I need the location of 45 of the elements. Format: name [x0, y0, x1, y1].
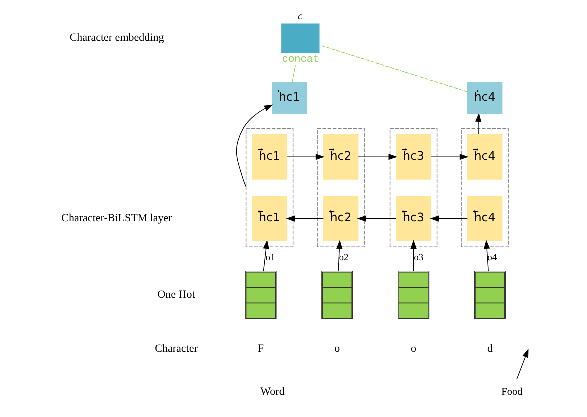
edge-label: o3 — [414, 252, 424, 264]
node-box: h⃗c4 — [467, 134, 503, 180]
node-box: h⃗c4 — [467, 82, 503, 114]
node-box: h⃗c1 — [252, 134, 288, 180]
label: o — [411, 342, 417, 355]
label: F — [258, 342, 264, 355]
node-box: h⃗c3 — [396, 134, 432, 180]
node-box: h⃖c2 — [323, 196, 359, 242]
label: Character embedding — [70, 32, 164, 44]
arrow — [358, 154, 398, 160]
node-box: h⃖c1 — [272, 82, 308, 114]
arrow — [430, 216, 468, 222]
node-box: h⃖c4 — [467, 196, 503, 242]
label: Character-BiLSTM layer — [62, 212, 172, 224]
connector — [292, 65, 296, 83]
label: Character — [155, 342, 198, 355]
arrow — [410, 240, 417, 272]
arrow — [516, 348, 529, 380]
node-label: c — [298, 11, 303, 22]
edge-label: o2 — [339, 252, 349, 264]
cluster — [246, 128, 294, 248]
node-text: Food — [502, 387, 523, 398]
arrow — [286, 154, 325, 160]
connector — [320, 45, 468, 92]
node-box — [282, 24, 320, 54]
label: One Hot — [158, 288, 196, 301]
node-label: concat — [282, 54, 320, 66]
cluster — [317, 128, 365, 248]
arrow — [357, 216, 397, 222]
arrow — [236, 104, 274, 188]
label: o — [334, 342, 340, 355]
arrow — [286, 216, 324, 222]
cluster — [461, 128, 509, 248]
arrow — [475, 113, 482, 135]
arrow — [263, 240, 270, 272]
edge-label: o1 — [266, 252, 276, 264]
node-box: h⃖c1 — [252, 196, 288, 242]
arrow — [430, 154, 469, 160]
arrow — [336, 240, 343, 272]
node-box: h⃖c3 — [396, 196, 432, 242]
label: Word — [260, 386, 285, 398]
label: d — [487, 342, 493, 355]
arrow — [484, 240, 490, 272]
edge-label: o4 — [488, 252, 498, 264]
node-box: h⃗c2 — [323, 134, 359, 180]
